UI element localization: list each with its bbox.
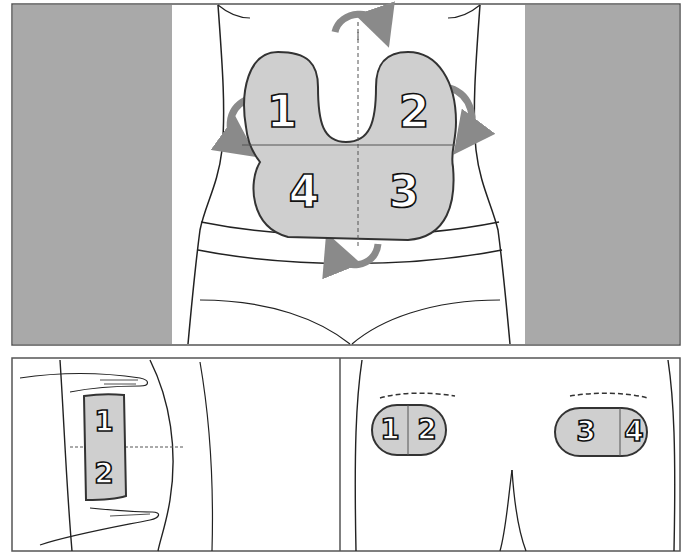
abdomen-injection-zone: 1 2 4 3 [238,42,460,248]
site-number: 3 [389,170,420,214]
buttock-injection-zone: 34 [553,406,649,458]
site-number: 1 [267,90,298,134]
site-number: 1 [94,408,113,436]
site-number: 2 [94,460,113,488]
site-number: 4 [624,418,643,446]
site-number: 3 [576,418,595,446]
site-number: 2 [399,90,430,134]
buttock-injection-zone: 12 [370,403,448,457]
site-number: 2 [417,416,436,444]
site-number: 1 [380,416,399,444]
thigh-injection-zone: 12 [78,392,130,504]
zone-outline [238,42,460,248]
site-number: 4 [289,170,320,214]
